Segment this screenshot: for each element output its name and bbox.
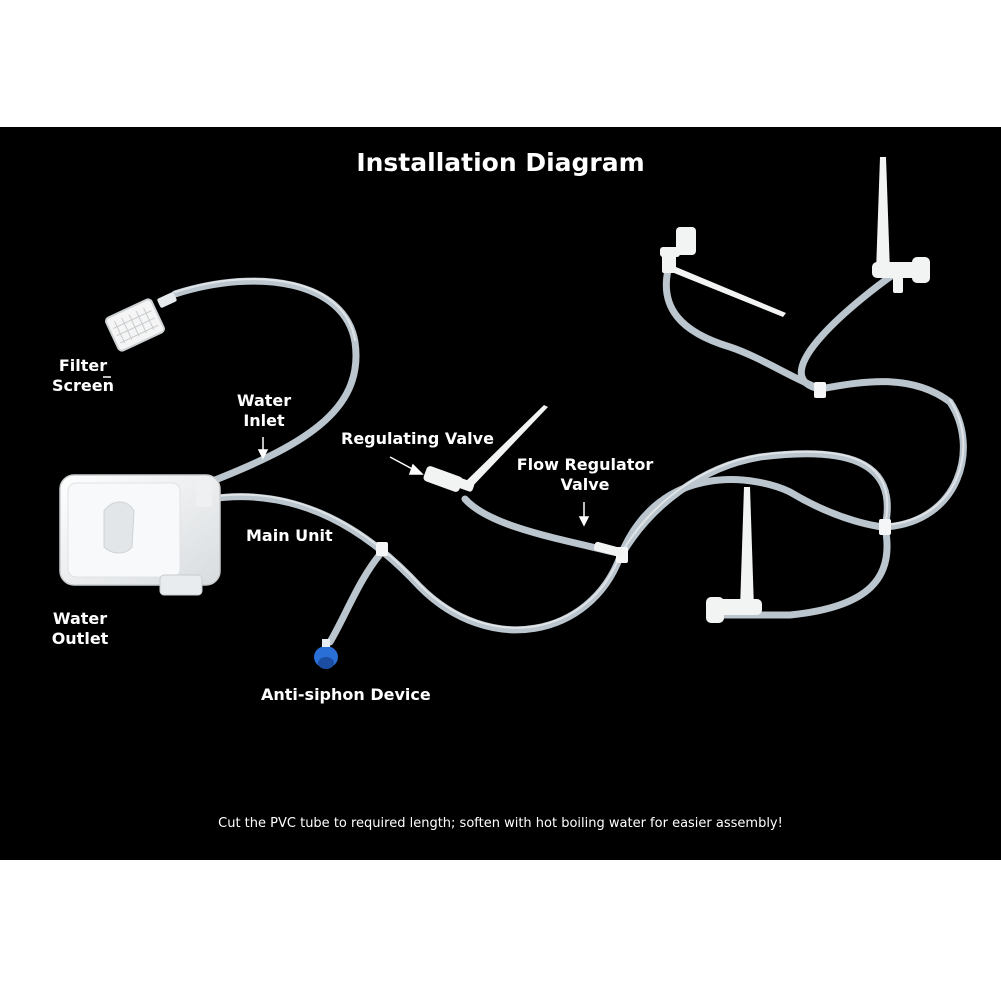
assembly-note: Cut the PVC tube to required length; sof… xyxy=(218,816,783,831)
label-filter-screen-line2: Screen xyxy=(52,376,114,395)
label-water-inlet: Water Inlet xyxy=(228,391,300,431)
label-water-outlet-line2: Outlet xyxy=(51,629,109,648)
label-flow-regulator-valve: Flow Regulator Valve xyxy=(515,455,655,495)
branch-tube-f xyxy=(662,266,824,393)
label-main-unit: Main Unit xyxy=(246,526,333,545)
joint-4 xyxy=(814,382,826,398)
dripper-stake-1 xyxy=(462,405,548,489)
tube-network xyxy=(171,266,967,646)
regulating-valve-icon xyxy=(423,405,548,492)
label-filter-screen: Filter Screen xyxy=(48,356,118,396)
joint-1 xyxy=(376,542,388,556)
label-water-outlet-line1: Water xyxy=(52,609,108,628)
label-water-inlet-line1: Water xyxy=(236,391,292,410)
diagram-panel: Installation Diagram Filter Screen Water… xyxy=(0,127,1001,860)
label-anti-siphon-device: Anti-siphon Device xyxy=(261,685,431,704)
drippers xyxy=(660,157,930,623)
label-flow-regulator-line2: Valve xyxy=(560,475,610,494)
branch-tube-e xyxy=(798,266,904,393)
main-tube xyxy=(206,476,889,634)
dripper-top-left xyxy=(660,227,786,317)
branch-tube-c xyxy=(718,523,891,619)
label-regulating-valve: Regulating Valve xyxy=(341,429,494,448)
label-flow-regulator-line1: Flow Regulator xyxy=(516,455,654,474)
diagram-title: Installation Diagram xyxy=(356,148,645,177)
dripper-top-right xyxy=(872,157,930,293)
filter-screen-icon xyxy=(105,292,177,352)
joint-3 xyxy=(879,519,891,535)
branch-tube-b xyxy=(618,450,891,558)
branch-tube-d xyxy=(816,378,967,531)
flow-regulator-icon xyxy=(593,541,624,558)
label-arrows xyxy=(103,376,590,527)
label-water-outlet: Water Outlet xyxy=(46,609,114,649)
anti-siphon-tube xyxy=(326,548,386,646)
anti-siphon-icon xyxy=(314,639,338,669)
label-filter-screen-line1: Filter xyxy=(58,356,108,375)
main-unit-icon xyxy=(59,474,221,596)
label-water-inlet-line2: Inlet xyxy=(243,411,285,430)
installation-illustration xyxy=(59,157,967,669)
dripper-bottom xyxy=(706,487,762,623)
inlet-tube xyxy=(171,277,360,488)
